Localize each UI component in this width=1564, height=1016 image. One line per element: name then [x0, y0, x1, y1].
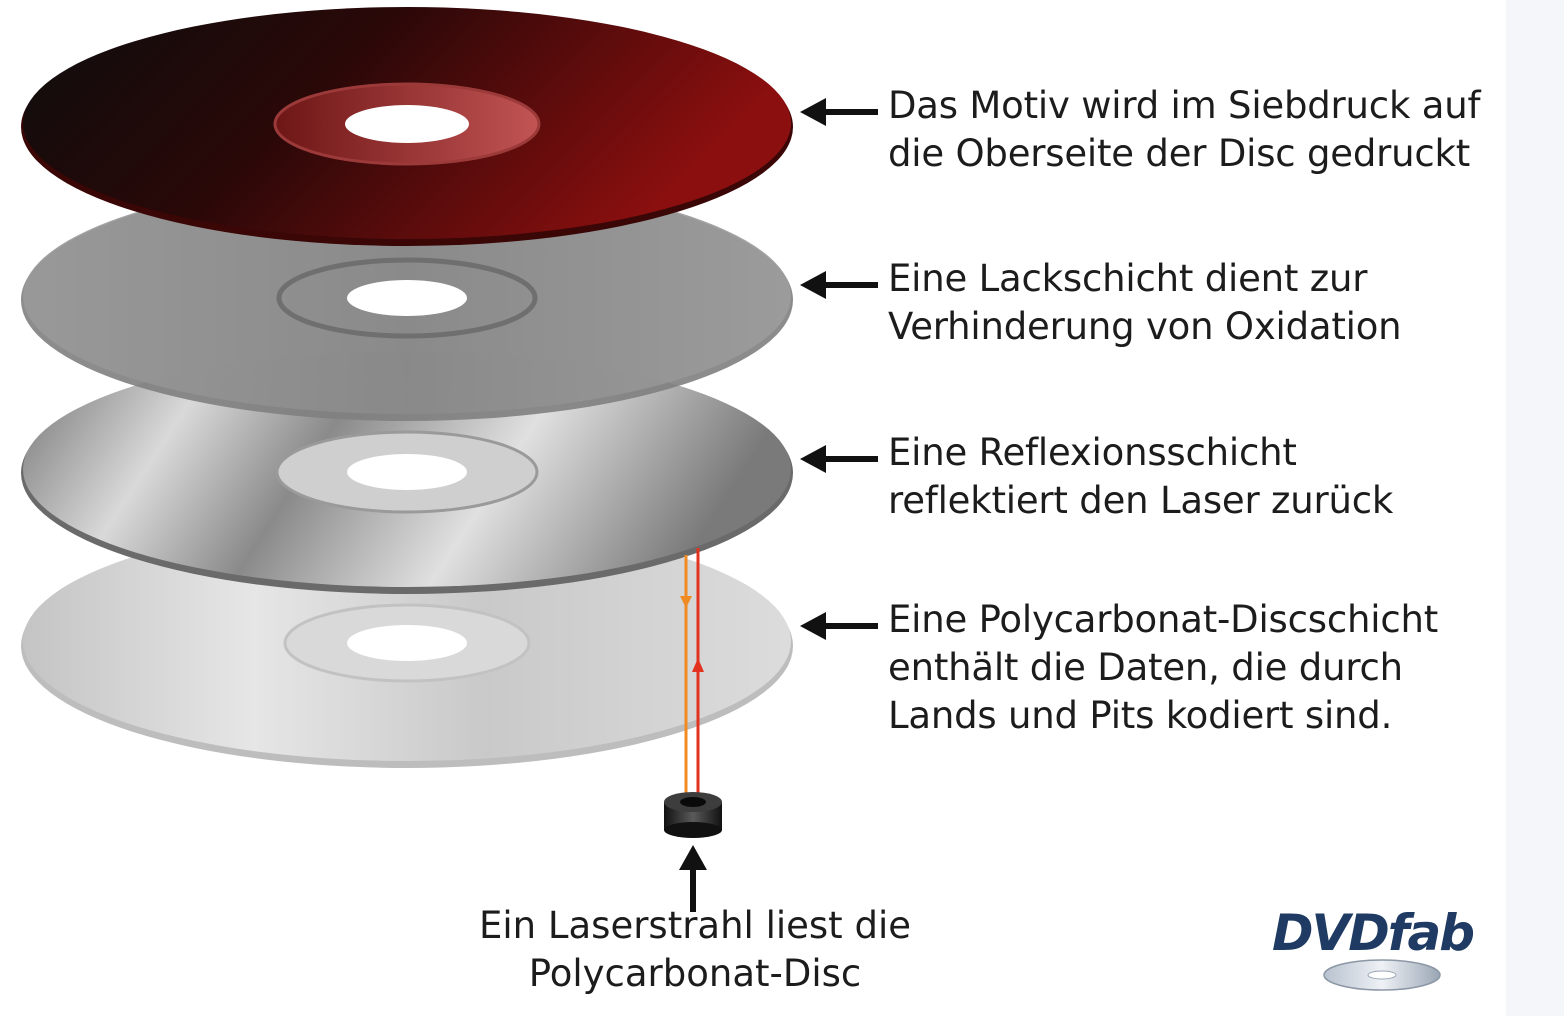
arrow-left-icon — [800, 271, 878, 299]
laser-beam — [680, 548, 704, 795]
dvdfab-logo: DVDfab — [1272, 902, 1502, 1002]
label-laser-beam: Ein Laserstrahl liest die Polycarbonat-D… — [420, 902, 970, 998]
arrow-up-icon — [679, 845, 707, 912]
label-print-layer-line-1: Das Motiv wird im Siebdruck auf — [888, 84, 1481, 127]
label-print-layer: Das Motiv wird im Siebdruck auf die Ober… — [888, 82, 1548, 178]
label-polycarbonate-layer-line-1: Eine Polycarbonat-Discschicht — [888, 598, 1439, 641]
label-reflective-layer-line-2: reflektiert den Laser zurück — [888, 479, 1394, 522]
arrow-left-icon — [800, 612, 878, 640]
label-lacquer-layer-line-1: Eine Lackschicht dient zur — [888, 257, 1368, 300]
label-laser-beam-line-2: Polycarbonat-Disc — [528, 952, 862, 995]
label-print-layer-line-2: die Oberseite der Disc gedruckt — [888, 132, 1471, 175]
label-polycarbonate-layer: Eine Polycarbonat-Discschicht enthält di… — [888, 596, 1548, 740]
polycarbonate-layer-disc — [21, 521, 793, 768]
print-layer-disc — [21, 7, 793, 246]
beam-down-arrow-icon — [680, 596, 692, 608]
dvdfab-logo-text: DVDfab — [1272, 904, 1475, 962]
laser-lens-icon — [664, 792, 722, 838]
label-lacquer-layer: Eine Lackschicht dient zur Verhinderung … — [888, 255, 1548, 351]
lacquer-layer-disc — [21, 178, 793, 421]
label-laser-beam-line-1: Ein Laserstrahl liest die — [479, 904, 911, 947]
label-polycarbonate-layer-line-3: Lands und Pits kodiert sind. — [888, 694, 1393, 737]
arrow-left-icon — [800, 98, 878, 126]
beam-up-arrow-icon — [692, 658, 704, 672]
label-polycarbonate-layer-line-2: enthält die Daten, die durch — [888, 646, 1403, 689]
reflective-layer-disc — [21, 351, 793, 594]
disc-logo-icon — [1323, 959, 1441, 991]
right-edge-strip — [1506, 0, 1564, 1016]
label-lacquer-layer-line-2: Verhinderung von Oxidation — [888, 305, 1402, 348]
label-reflective-layer-line-1: Eine Reflexionsschicht — [888, 431, 1297, 474]
arrow-left-icon — [800, 445, 878, 473]
label-reflective-layer: Eine Reflexionsschicht reflektiert den L… — [888, 429, 1548, 525]
